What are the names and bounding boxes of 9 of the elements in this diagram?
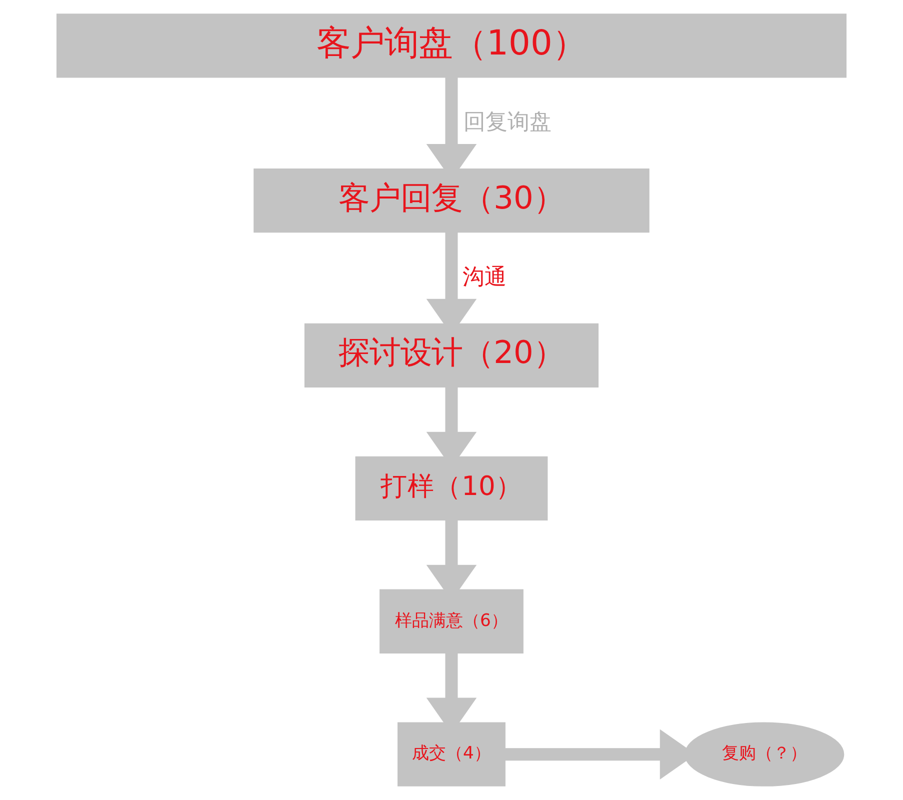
node-box: 样品满意（6） [380,589,524,654]
node-box: 客户询盘（100） [56,14,847,78]
node-box: 打样（10） [355,456,548,520]
node-box: 探讨设计（20） [304,323,599,388]
edge-label: 沟通 [462,264,507,290]
node-box: 客户回复（30） [254,168,650,233]
node-ellipse: 复购（？） [684,722,844,786]
edge-label: 回复询盘 [463,110,552,135]
node-box: 成交（4） [398,722,506,786]
